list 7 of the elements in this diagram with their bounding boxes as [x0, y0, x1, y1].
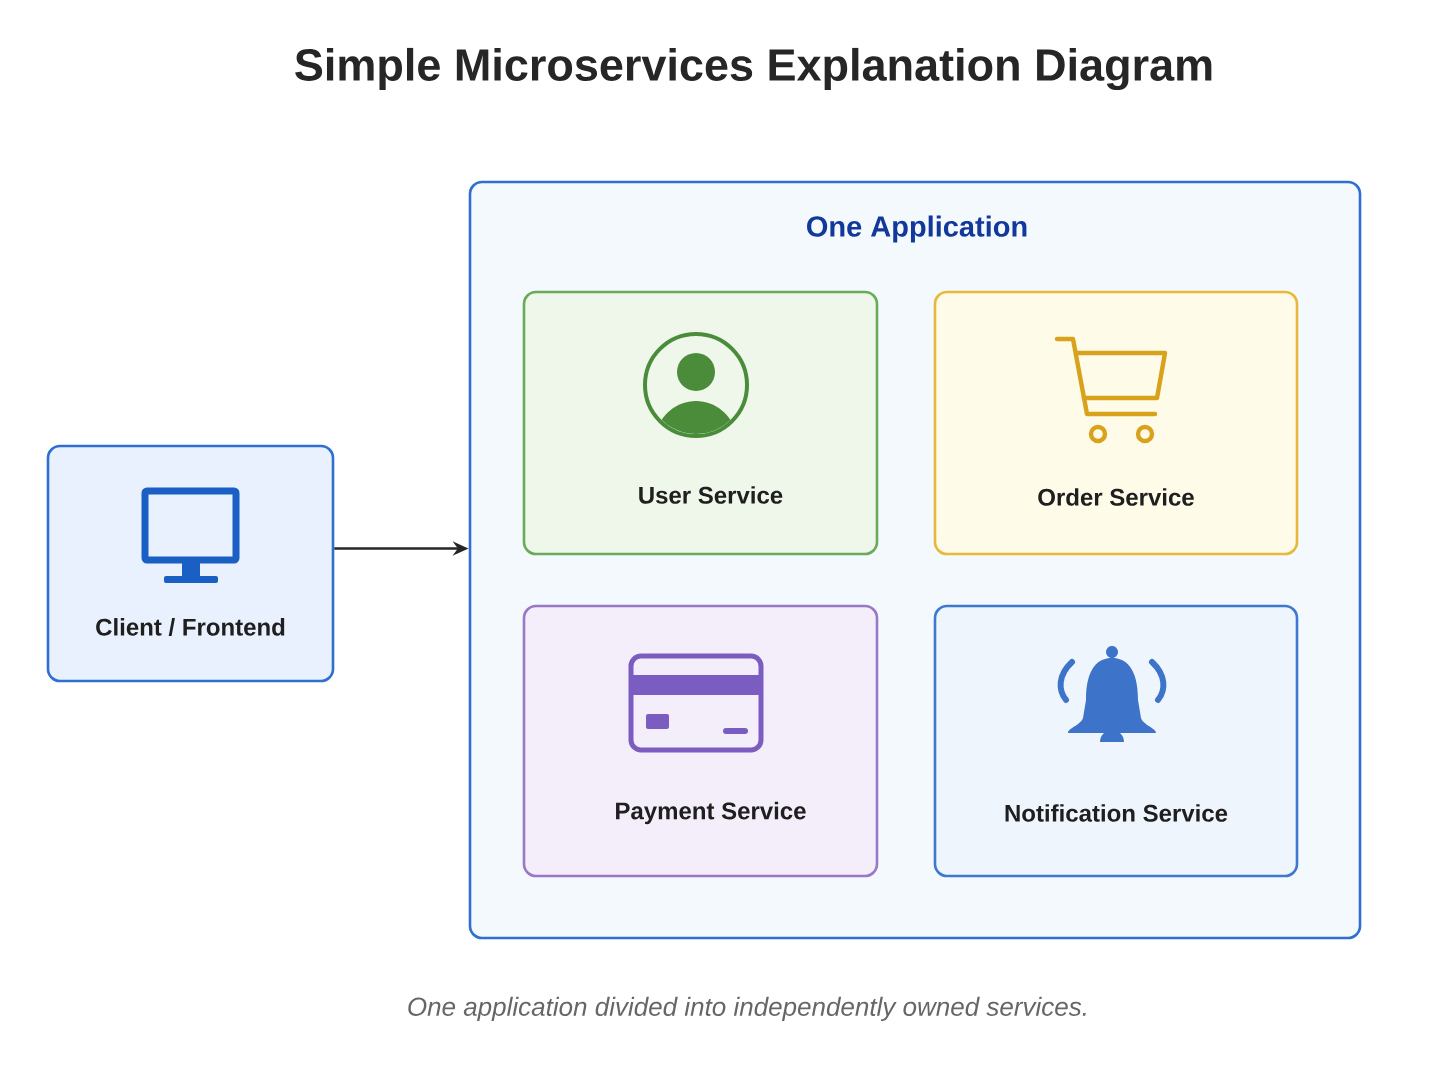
caption: One application divided into independently owned services. [408, 996, 1086, 1022]
service-box: Order Service [933, 290, 1299, 556]
title: Simple Microservices Explanation Diagram [295, 47, 1212, 91]
service-box: Payment Service [522, 604, 879, 878]
client-box: Client / Frontend [46, 444, 335, 683]
service-box: Notification Service [933, 604, 1299, 878]
service-box: User Service [522, 290, 879, 556]
